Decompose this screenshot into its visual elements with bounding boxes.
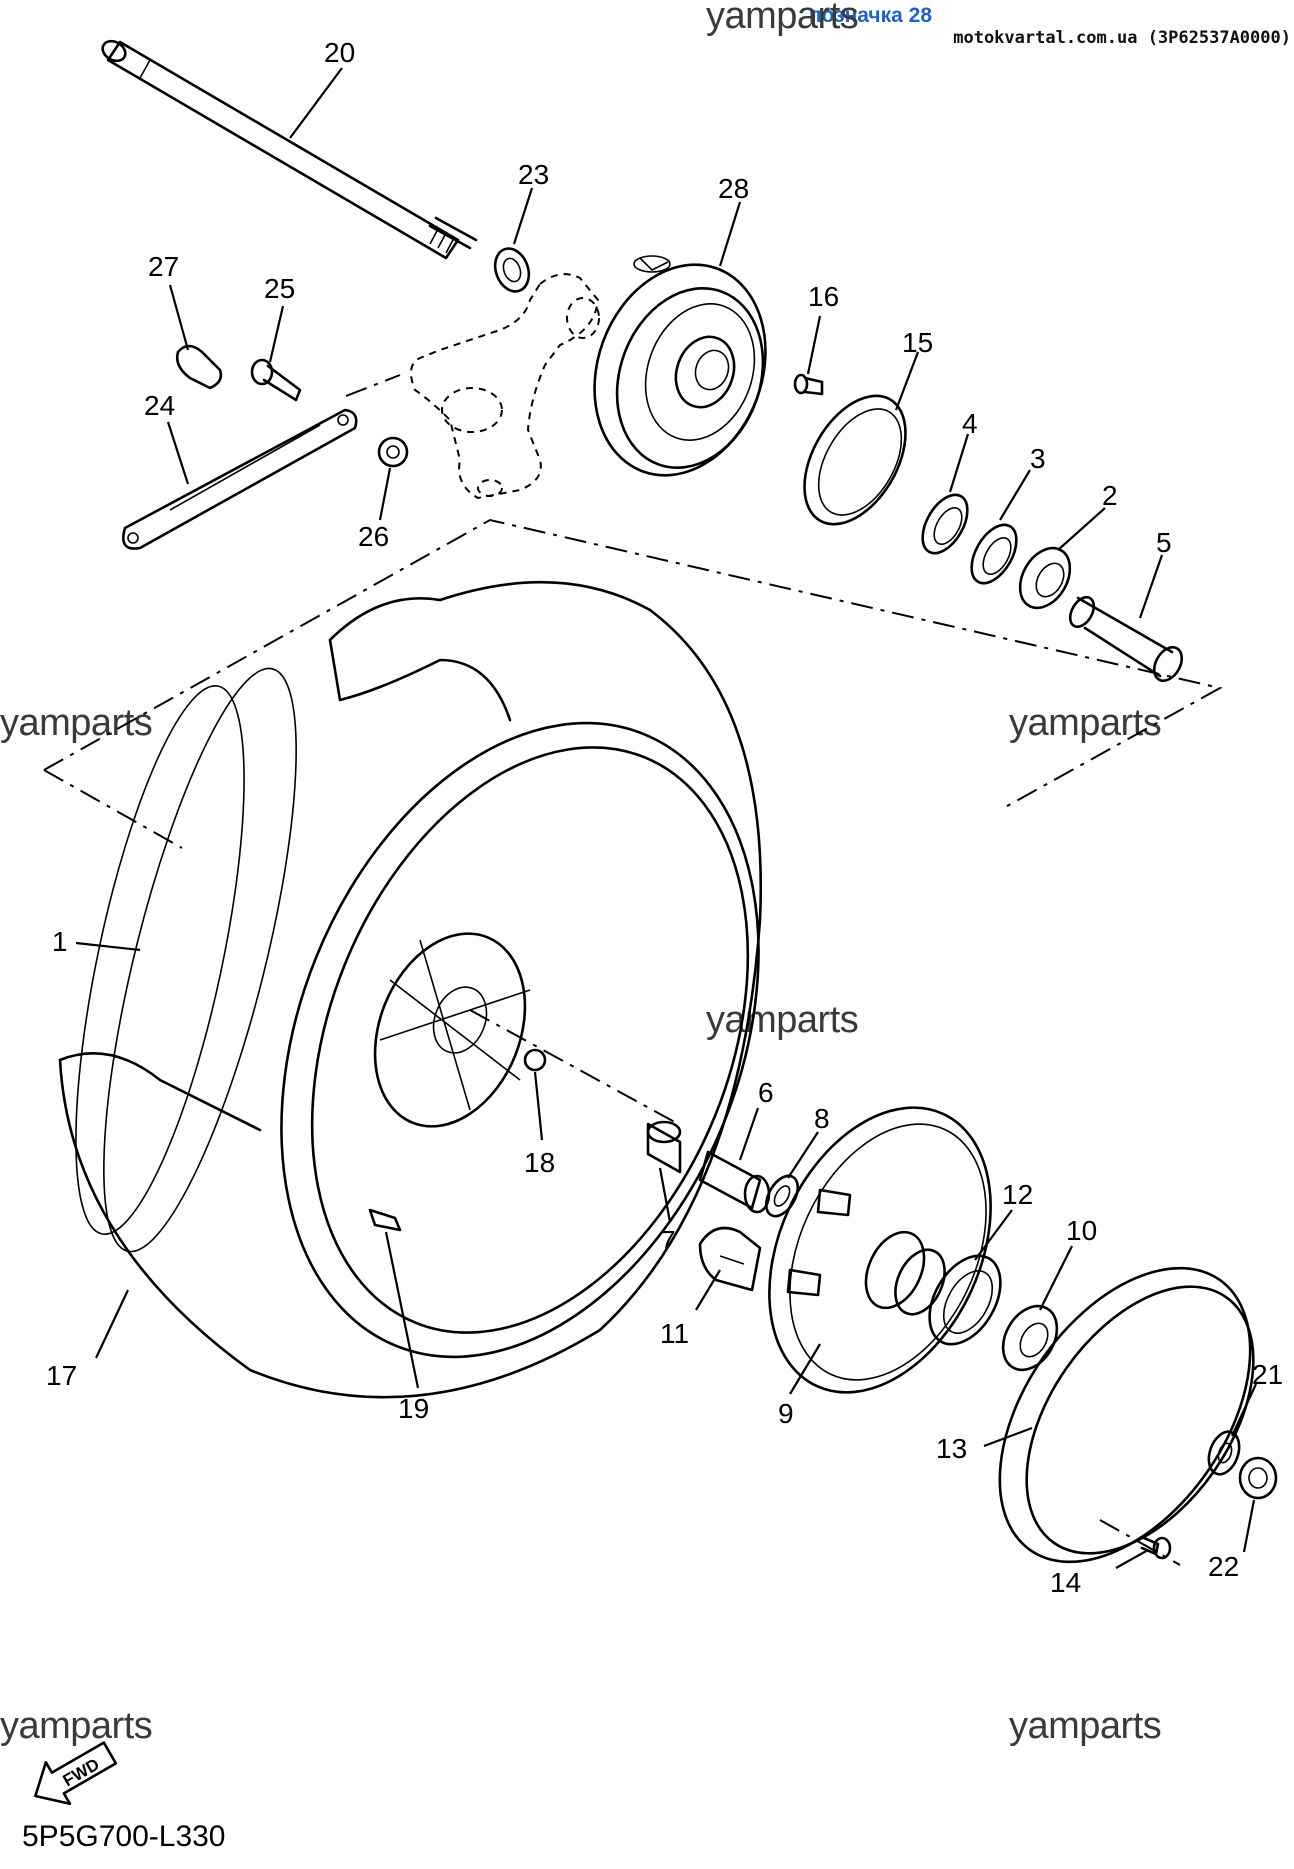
label-21: 21: [1252, 1359, 1283, 1390]
watermark-center: yamparts: [706, 999, 858, 1041]
label-4: 4: [962, 408, 978, 439]
label-12: 12: [1002, 1179, 1033, 1210]
label-27: 27: [148, 251, 179, 282]
washer-8-part: [764, 1174, 800, 1218]
clip-part: [175, 344, 223, 390]
washer-21-part: [1207, 1430, 1241, 1476]
oil-seal-part: [921, 493, 969, 555]
axis-dash-lines: [43, 374, 1223, 1566]
wheel-tire-assembly: [58, 580, 762, 1399]
label-8: 8: [814, 1103, 830, 1134]
label-14: 14: [1050, 1567, 1081, 1598]
watermark-top: yamparts: [706, 0, 858, 37]
header-title: позначка 28: [808, 4, 932, 27]
label-5: 5: [1156, 527, 1172, 558]
label-28: 28: [718, 173, 749, 204]
bolt-14-part: [1140, 1536, 1172, 1560]
caliper-bracket-part: [410, 273, 600, 500]
torque-rod-part: [122, 408, 358, 550]
label-7: 7: [660, 1225, 676, 1256]
diagram-code: 5P5G700-L330: [22, 1820, 226, 1853]
label-22: 22: [1208, 1551, 1239, 1582]
spacer-tube-part: [1068, 595, 1184, 683]
label-19: 19: [398, 1393, 429, 1424]
label-24: 24: [144, 390, 175, 421]
label-2: 2: [1102, 480, 1118, 511]
label-15: 15: [902, 327, 933, 358]
seal-12-part: [928, 1254, 1002, 1346]
collar-part: [646, 1120, 682, 1174]
leader-lines: [75, 67, 1257, 1569]
label-10: 10: [1066, 1215, 1097, 1246]
label-25: 25: [264, 273, 295, 304]
axle-nut-part: [1238, 1456, 1278, 1500]
label-1: 1: [52, 926, 68, 957]
label-11: 11: [660, 1318, 689, 1349]
label-9: 9: [778, 1398, 794, 1429]
label-3: 3: [1030, 443, 1046, 474]
header-site-reference: motokvartal.com.ua (3P62537A0000): [953, 28, 1291, 48]
bearing-10-part: [1001, 1304, 1059, 1372]
hub-clutch-part: [768, 1106, 992, 1394]
part-number-labels: 20 23 28 27 25 16 15 24 4 3 2 26 5 1 6 8…: [46, 37, 1283, 1598]
label-17: 17: [46, 1360, 77, 1391]
fwd-label: FWD: [60, 1755, 103, 1791]
label-16: 16: [808, 281, 839, 312]
brake-rotor-part: [593, 255, 767, 477]
bolt-part: [793, 373, 824, 396]
bearing-3-part: [970, 523, 1018, 585]
watermark-right: yamparts: [1009, 702, 1161, 744]
watermark-bottom-left: yamparts: [0, 1705, 152, 1747]
axle-part: [101, 39, 478, 260]
bolt-25-part: [250, 358, 302, 402]
label-13: 13: [936, 1433, 967, 1464]
label-26: 26: [358, 521, 389, 552]
label-18: 18: [524, 1147, 555, 1178]
label-20: 20: [324, 37, 355, 68]
bearing-2-part: [1018, 546, 1072, 610]
damper-part: [698, 1226, 762, 1292]
spacer-part: [493, 247, 531, 293]
watermark-bottom-right: yamparts: [1009, 1705, 1161, 1747]
cover-plate-part: [803, 394, 907, 526]
nut-part: [377, 436, 409, 468]
label-23: 23: [518, 159, 549, 190]
label-6: 6: [758, 1077, 774, 1108]
